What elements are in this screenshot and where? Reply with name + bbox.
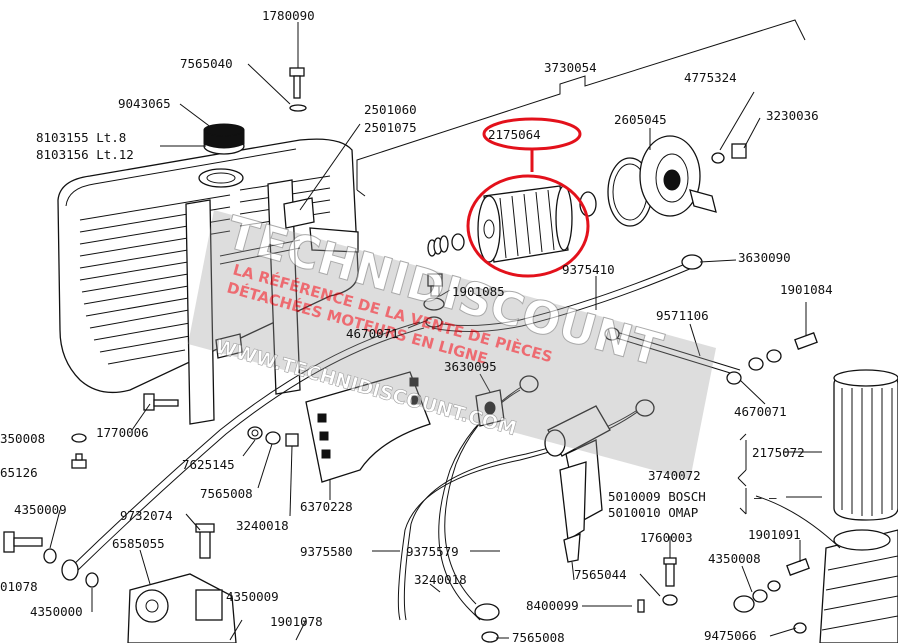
- filter-element-2175064: [477, 185, 573, 263]
- highlight-2175064: [466, 117, 590, 278]
- label-7565044: 7565044: [574, 567, 627, 582]
- highlight-part-oval: [466, 174, 590, 278]
- tank-cap: [203, 123, 245, 155]
- filter-head-2605045: [639, 135, 717, 217]
- label-7625145: 7625145: [182, 457, 235, 472]
- label-8400099: 8400099: [526, 598, 579, 613]
- label-350008: 350008: [0, 431, 45, 446]
- filter-assembly: [427, 135, 747, 263]
- label-4350009: 4350009: [14, 502, 67, 517]
- label-1770006: 1770006: [96, 425, 149, 440]
- label-1901078: 1901078: [270, 614, 323, 629]
- label-2175072: 2175072: [752, 445, 805, 460]
- label-3230036: 3230036: [766, 108, 819, 123]
- label-4670071b: 4670071: [734, 404, 787, 419]
- washers: [43, 393, 299, 588]
- label-7565008a: 7565008: [200, 486, 253, 501]
- label-7565008b: 7565008: [512, 630, 565, 643]
- label-3240018b: 3240018: [414, 572, 467, 587]
- label-1780090: 1780090: [262, 8, 315, 23]
- label-5010009: 5010009 BOSCH: [608, 489, 706, 504]
- label-4350000: 4350000: [30, 604, 83, 619]
- clamp-3630095: [475, 389, 505, 427]
- screw-01078: [3, 531, 43, 553]
- screw-1780090: [289, 67, 307, 112]
- label-4350009b: 4350009: [226, 589, 279, 604]
- bracket-outline-3730054: [356, 19, 806, 197]
- label-2175064: 2175064: [488, 127, 541, 142]
- label-9475066: 9475066: [704, 628, 757, 643]
- label-3240018a: 3240018: [236, 518, 289, 533]
- label-3730054: 3730054: [544, 60, 597, 75]
- label-2501060: 2501060: [364, 102, 417, 117]
- plate-6370228: [305, 371, 431, 483]
- label-7565040: 7565040: [180, 56, 233, 71]
- label-3740072: 3740072: [648, 468, 701, 483]
- label-01078: 01078: [0, 579, 38, 594]
- lower-right-parts: [481, 557, 810, 643]
- label-6585055: 6585055: [112, 536, 165, 551]
- label-1901084: 1901084: [780, 282, 833, 297]
- label-9732074: 9732074: [120, 508, 173, 523]
- label-2501075: 2501075: [364, 120, 417, 135]
- label-6370228: 6370228: [300, 499, 353, 514]
- label-4775324: 4775324: [684, 70, 737, 85]
- label-1901085: 1901085: [452, 284, 505, 299]
- label-9043065: 9043065: [118, 96, 171, 111]
- label-8103156: 8103156 Lt.12: [36, 147, 134, 162]
- pump-6585055: [127, 573, 237, 643]
- label-9571106: 9571106: [656, 308, 709, 323]
- injector-5010009: [544, 405, 611, 581]
- leader-lines: [49, 22, 822, 641]
- part-labels: 1780090 7565040 9043065 8103155 Lt.8 810…: [0, 8, 833, 643]
- label-2605045: 2605045: [614, 112, 667, 127]
- label-1901091: 1901091: [748, 527, 801, 542]
- label-1760003: 1760003: [640, 530, 693, 545]
- watermark-banner: [188, 210, 716, 480]
- label-3630095: 3630095: [444, 359, 497, 374]
- label-9375410: 9375410: [562, 262, 615, 277]
- label-65126: 65126: [0, 465, 38, 480]
- spring: [427, 235, 449, 257]
- label-dashes: – –: [754, 490, 777, 505]
- label-3630090: 3630090: [738, 250, 791, 265]
- label-9375580: 9375580: [300, 544, 353, 559]
- label-4670071a: 4670071: [346, 326, 399, 341]
- filter-2175072: [755, 369, 898, 643]
- label-4350008: 4350008: [708, 551, 761, 566]
- label-5010010: 5010010 OMAP: [608, 505, 698, 520]
- tank-straps: [185, 179, 359, 425]
- label-8103155: 8103155 Lt.8: [36, 130, 126, 145]
- label-9375579: 9375579: [406, 544, 459, 559]
